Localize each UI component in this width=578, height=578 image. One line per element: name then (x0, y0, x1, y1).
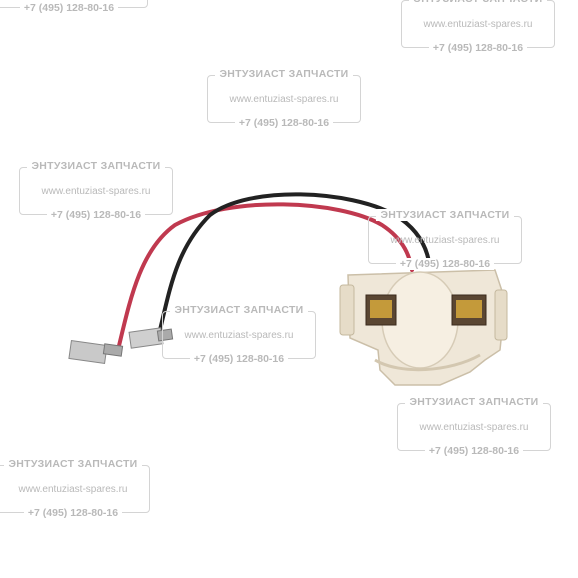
watermark-brand: ЭНТУЗИАСТ ЗАПЧАСТИ (170, 304, 308, 316)
watermark-2: ЭНТУЗИАСТ ЗАПЧАСТИ www.entuziast-spares.… (19, 160, 173, 221)
watermark-1: ЭНТУЗИАСТ ЗАПЧАСТИ www.entuziast-spares.… (207, 68, 361, 129)
watermark-url: www.entuziast-spares.ru (41, 186, 151, 197)
watermark-url: www.entuziast-spares.ru (184, 330, 294, 341)
watermark-phone: +7 (495) 128-80-16 (19, 2, 119, 14)
watermark-6: ЭНТУЗИАСТ ЗАПЧАСТИ www.entuziast-spares.… (0, 458, 150, 519)
watermark-brand: ЭНТУЗИАСТ ЗАПЧАСТИ (4, 458, 142, 470)
watermark-url: www.entuziast-spares.ru (423, 19, 533, 30)
watermark-phone: +7 (495) 128-80-16 (424, 445, 524, 457)
watermark-phone: +7 (495) 128-80-16 (23, 507, 123, 519)
watermark-url: www.entuziast-spares.ru (18, 484, 128, 495)
watermark-phone: +7 (495) 128-80-16 (234, 117, 334, 129)
watermark-4: ЭНТУЗИАСТ ЗАПЧАСТИ www.entuziast-spares.… (162, 304, 316, 365)
red-wire (116, 202, 414, 352)
terminal-right (128, 327, 174, 349)
watermark-phone: +7 (495) 128-80-16 (428, 42, 528, 54)
watermark-url: www.entuziast-spares.ru (419, 422, 529, 433)
watermark-5: ЭНТУЗИАСТ ЗАПЧАСТИ www.entuziast-spares.… (397, 396, 551, 457)
brush-holder (339, 269, 508, 386)
watermark-phone: +7 (495) 128-80-16 (395, 258, 495, 270)
watermark-phone: +7 (495) 128-80-16 (46, 209, 146, 221)
watermark-brand: ЭНТУЗИАСТ ЗАПЧАСТИ (215, 68, 353, 80)
terminal-left (68, 340, 124, 364)
watermark-topleft: +7 (495) 128-80-16 (0, 0, 148, 14)
watermark-brand: ЭНТУЗИАСТ ЗАПЧАСТИ (27, 160, 165, 172)
watermark-topright: ЭНТУЗИАСТ ЗАПЧАСТИ www.entuziast-spares.… (401, 0, 555, 54)
watermark-brand: ЭНТУЗИАСТ ЗАПЧАСТИ (409, 0, 547, 5)
black-wire (156, 192, 432, 340)
watermark-brand: ЭНТУЗИАСТ ЗАПЧАСТИ (376, 209, 514, 221)
watermark-brand: ЭНТУЗИАСТ ЗАПЧАСТИ (405, 396, 543, 408)
watermark-phone: +7 (495) 128-80-16 (189, 353, 289, 365)
watermark-url: www.entuziast-spares.ru (229, 94, 339, 105)
watermark-3: ЭНТУЗИАСТ ЗАПЧАСТИ www.entuziast-spares.… (368, 209, 522, 270)
watermark-url: www.entuziast-spares.ru (390, 235, 500, 246)
